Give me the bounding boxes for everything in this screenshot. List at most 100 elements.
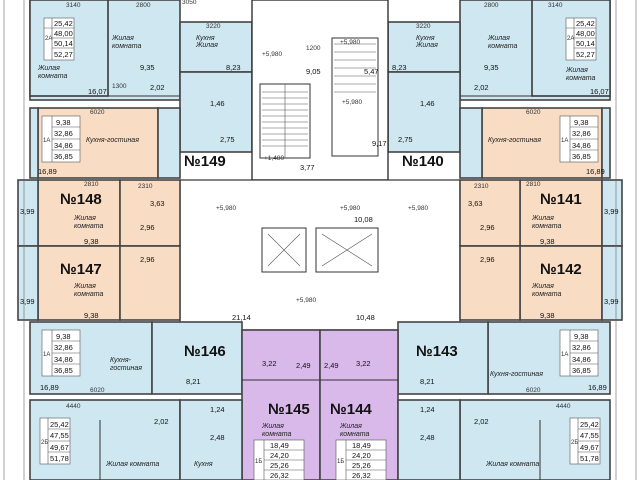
room-label: Кухня-гостиная: [490, 371, 543, 378]
table-cell: 25,26: [270, 461, 289, 470]
room-area: 2,49: [296, 361, 311, 370]
level-mark: +5,980: [262, 51, 282, 58]
level-mark: +5,980: [296, 297, 316, 304]
room-area: 3,22: [262, 359, 277, 368]
table-cell: 18,49: [352, 441, 371, 450]
room-area: 1,46: [210, 99, 225, 108]
room-label: комната: [340, 431, 369, 438]
table-code: 1А: [43, 138, 50, 144]
apartment-number: №145: [268, 401, 310, 418]
table-cell: 32,86: [54, 343, 73, 352]
apartment-143: 1А 9,38 32,86 34,86 36,85 Кухня-гостиная…: [397, 321, 611, 395]
room-area: 1,24: [420, 405, 435, 414]
room-area: 1,24: [210, 405, 225, 414]
area-table-low-left: 1А 9,38 32,86 34,86 36,85: [41, 329, 81, 377]
room-area: 9,38: [84, 311, 99, 320]
room-area: 2,48: [210, 433, 225, 442]
table-code: 1Б: [337, 459, 344, 465]
dimension: 6020: [90, 387, 105, 394]
table-cell: 34,86: [572, 355, 591, 364]
table-code: 2Б: [571, 440, 578, 446]
dimension: 1200: [306, 45, 321, 52]
room-label: Жилая: [531, 215, 554, 222]
table-cell: 50,14: [54, 39, 73, 48]
level-mark: +5,980: [340, 205, 360, 212]
table-code: 1А: [561, 138, 568, 144]
table-code: 2Б: [41, 440, 48, 446]
table-cell: 36,85: [54, 152, 73, 161]
area-table-144: 1Б 18,49 24,20 25,26 26,32: [335, 439, 387, 480]
level-mark: +5,980: [216, 205, 236, 212]
dimension: 2800: [136, 2, 151, 9]
room-area: 3,99: [604, 207, 619, 216]
table-cell: 9,38: [56, 118, 71, 127]
room-label: Жилая комната: [485, 461, 539, 468]
area-table-mid-right: 1А 9,38 32,86 34,86 36,85: [559, 115, 599, 163]
area-table-bottom-right: 2Б 25,42 47,55 49,67 51,78: [569, 417, 601, 465]
room-area: 16,07: [590, 87, 609, 96]
room-label: комната: [488, 43, 517, 50]
room-label: комната: [566, 75, 595, 82]
dimension: 3050: [182, 0, 197, 6]
apartment-144: 3,22 2,49 №144 Жилая комната 1Б 18,49 24…: [319, 329, 399, 480]
apartment-141: №141 Жилая комната 3,63 2,96 9,38 3,99 2…: [459, 179, 623, 247]
dimension: 3220: [416, 23, 431, 30]
apartment-number: №148: [60, 191, 102, 208]
dimension: 6020: [526, 109, 541, 116]
room-area: 2,96: [140, 255, 155, 264]
table-cell: 24,20: [270, 451, 289, 460]
room-area: 3,77: [300, 163, 315, 172]
room-label: Жилая: [415, 42, 438, 49]
table-cell: 50,14: [576, 39, 595, 48]
table-cell: 34,86: [54, 141, 73, 150]
room-label: Жилая: [111, 35, 134, 42]
table-code: 1А: [561, 352, 568, 358]
room-area: 3,63: [150, 199, 165, 208]
room-area: 2,75: [398, 135, 413, 144]
room-label: Кухня: [416, 35, 435, 42]
level-mark: +1,480: [264, 155, 284, 162]
room-area: 2,75: [220, 135, 235, 144]
room-label: Жилая: [565, 67, 588, 74]
table-cell: 51,78: [580, 454, 599, 463]
apartment-142: №142 Жилая комната 2,96 9,38 3,99: [459, 245, 623, 321]
room-area: 5,47: [364, 67, 379, 76]
room-area: 9,35: [484, 63, 499, 72]
room-area: 2,02: [474, 83, 489, 92]
room-area: 1,46: [420, 99, 435, 108]
table-cell: 26,32: [270, 471, 289, 480]
table-cell: 47,55: [50, 431, 69, 440]
area-table-top-right: 2А 25,42 48,00 50,14 52,27: [565, 17, 597, 61]
table-cell: 32,86: [572, 343, 591, 352]
table-cell: 34,86: [572, 141, 591, 150]
table-cell: 36,85: [54, 366, 73, 375]
table-cell: 25,42: [576, 19, 595, 28]
dimension: 6020: [526, 387, 541, 394]
room-label: Жилая: [487, 35, 510, 42]
dimension: 2310: [474, 183, 489, 190]
room-area: 2,96: [140, 223, 155, 232]
apartment-147: №147 Жилая комната 2,96 9,38 3,99: [17, 245, 181, 321]
table-cell: 9,38: [574, 118, 589, 127]
dimension: 2810: [526, 181, 541, 188]
table-cell: 34,86: [54, 355, 73, 364]
table-cell: 32,86: [54, 129, 73, 138]
room-area: 3,99: [20, 297, 35, 306]
room-area: 8,23: [226, 63, 241, 72]
room-area: 3,99: [20, 207, 35, 216]
dimension: 4440: [556, 403, 571, 410]
area-table-top-left: 2А 25,42 48,00 50,14 52,27: [43, 17, 75, 61]
room-area: 8,21: [420, 377, 435, 386]
apartment-number: №141: [540, 191, 582, 208]
level-mark: +5,980: [408, 205, 428, 212]
dimension: 3140: [548, 2, 563, 9]
table-code: 1Б: [255, 459, 262, 465]
apartment-bottom-left: 2Б 25,42 47,55 49,67 51,78 Жилая комната…: [29, 399, 243, 480]
room-area: 16,89: [588, 383, 607, 392]
room-area: 9,35: [140, 63, 155, 72]
dimension: 1300: [112, 83, 127, 90]
room-area: 10,08: [354, 215, 373, 224]
apartment-number: №144: [330, 401, 372, 418]
room-area: 9,17: [372, 139, 387, 148]
room-area: 16,07: [88, 87, 107, 96]
